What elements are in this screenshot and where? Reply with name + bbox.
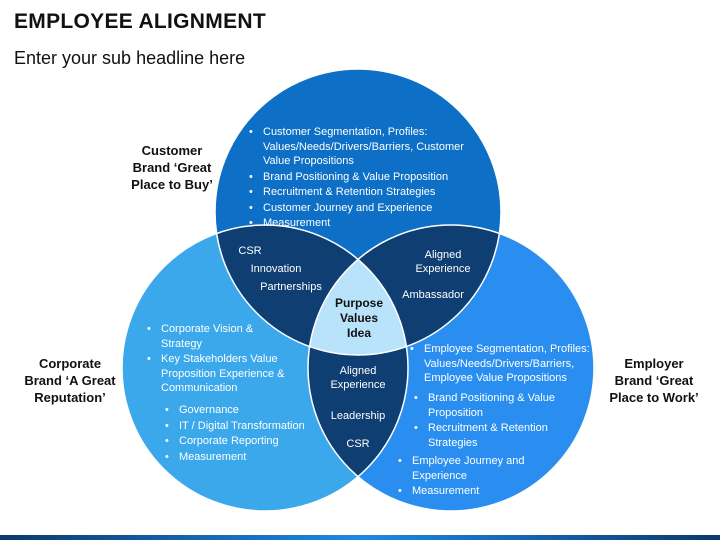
corporate-bullet-list-bottom: Governance IT / Digital Transformation C…	[165, 403, 315, 465]
corporate-bullet-list-top: Corporate Vision & Strategy Key Stakehol…	[147, 322, 297, 397]
list-item: IT / Digital Transformation	[165, 419, 315, 434]
list-item: Measurement	[165, 450, 315, 465]
footer-bar	[0, 535, 720, 540]
list-item: Brand Positioning & Value Proposition	[414, 391, 564, 420]
list-item: Brand Positioning & Value Proposition	[249, 170, 471, 185]
employer-bullet-list-top: Employee Segmentation, Profiles: Values/…	[410, 342, 595, 387]
employer-bullet-list-mid: Brand Positioning & Value Proposition Re…	[414, 391, 564, 451]
list-item: Customer Segmentation, Profiles: Values/…	[249, 125, 471, 169]
page-subtitle: Enter your sub headline here	[14, 48, 246, 68]
corporate-brand-label: Corporate Brand ‘A Great Reputation’	[24, 356, 116, 405]
customer-bullet-list: Customer Segmentation, Profiles: Values/…	[249, 125, 471, 232]
list-item: Recruitment & Retention Strategies	[414, 421, 564, 450]
list-item: Customer Journey and Experience	[249, 201, 471, 216]
list-item: Corporate Vision & Strategy	[147, 322, 297, 351]
center-overlap	[308, 225, 408, 355]
customer-brand-label: Customer Brand ‘Great Place to Buy’	[131, 143, 213, 192]
page-title: EMPLOYEE ALIGNMENT	[14, 10, 266, 33]
list-item: Employee Segmentation, Profiles: Values/…	[410, 342, 595, 386]
list-item: Measurement	[249, 216, 471, 231]
list-item: Measurement	[398, 484, 538, 499]
list-item: Governance	[165, 403, 315, 418]
list-item: Key Stakeholders Value Proposition Exper…	[147, 352, 297, 396]
center-label: Purpose Values Idea	[334, 296, 383, 340]
employer-bullet-list-bottom: Employee Journey and Experience Measurem…	[398, 454, 538, 500]
list-item: Recruitment & Retention Strategies	[249, 185, 471, 200]
list-item: Employee Journey and Experience	[398, 454, 538, 483]
list-item: Corporate Reporting	[165, 434, 315, 449]
employer-brand-label: Employer Brand ‘Great Place to Work’	[609, 356, 699, 405]
